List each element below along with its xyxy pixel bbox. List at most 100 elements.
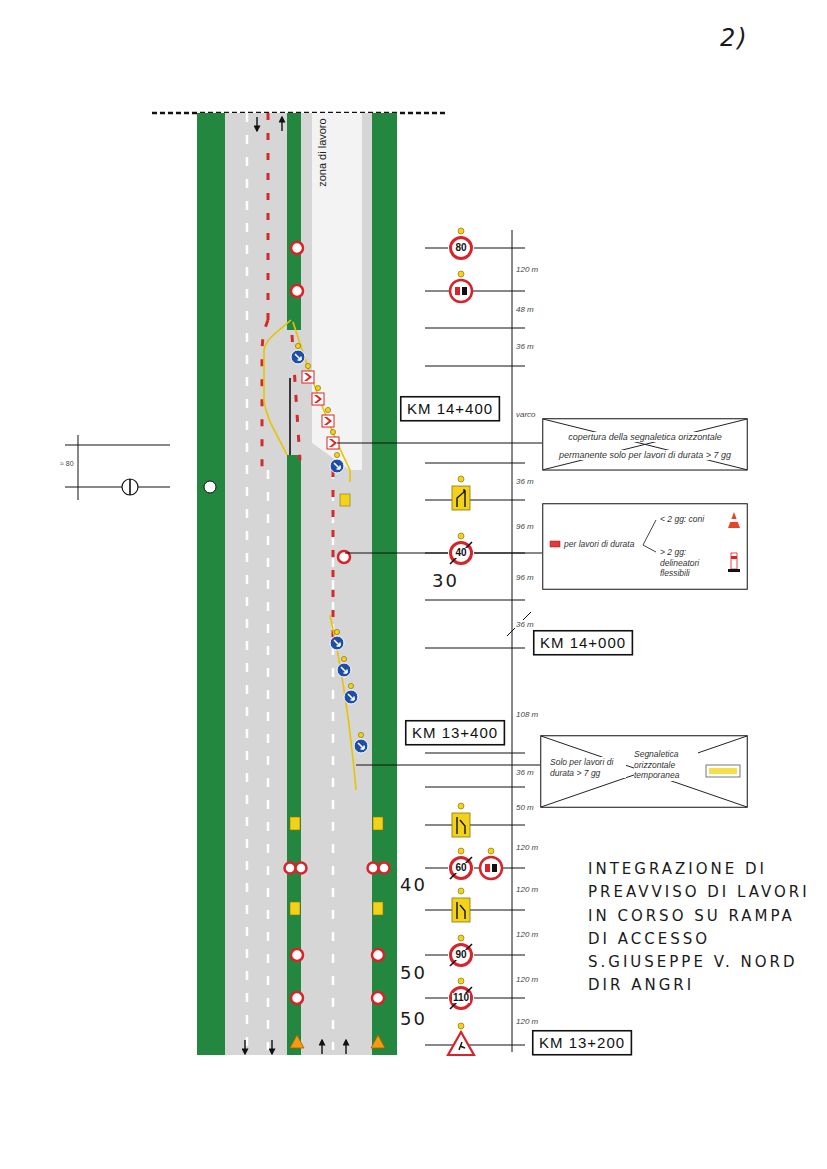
warning-light	[458, 533, 464, 539]
lane-line	[332, 470, 335, 1050]
handwritten-note: INTEGRAZIONE DI PREAVVISO DI LAVORI IN C…	[588, 858, 820, 998]
speed-limit-sign: 90	[449, 943, 473, 967]
chevron-panel	[322, 407, 334, 427]
scale-tick	[425, 500, 525, 501]
zone-label: zona di lavoro	[315, 118, 328, 187]
direction-arrow	[244, 1040, 245, 1054]
scale-tick	[425, 248, 448, 249]
node-text: 80	[454, 243, 467, 253]
direction-arrow	[321, 1040, 322, 1054]
node-text: 40	[454, 548, 467, 558]
speed-sign-symbol	[285, 863, 296, 874]
dimension: 36 m	[515, 620, 535, 630]
lane-arrows	[457, 489, 465, 507]
scale-tick	[425, 1045, 525, 1046]
lane-change-sign	[452, 486, 470, 510]
scale-tick	[425, 998, 448, 999]
works-triangle	[290, 1035, 304, 1048]
temporary-lane-line	[332, 470, 335, 640]
distance-scale	[65, 230, 542, 1052]
box-border	[543, 504, 748, 590]
direction-arrow	[256, 117, 257, 131]
speed-sign-symbol	[291, 949, 303, 961]
kilometre-box: KM 14+000	[533, 630, 633, 656]
scale-tick	[425, 753, 525, 754]
scale-tick	[474, 998, 525, 999]
car-symbol	[462, 287, 467, 295]
node-text: Solo per lavori di durata > 7 gg	[550, 757, 626, 778]
speed-sign-symbol	[296, 863, 307, 874]
yellow-taper	[293, 322, 350, 482]
car-symbol	[455, 287, 460, 295]
scale-axis	[512, 230, 513, 1052]
scale-tick	[474, 248, 525, 249]
speed-limit-sign: 80	[449, 236, 473, 260]
dimension: 120 m	[515, 843, 539, 853]
speed-correction: 50	[400, 1008, 427, 1030]
scale-tick	[425, 463, 525, 464]
leader-line	[474, 553, 542, 554]
warning-light	[458, 271, 464, 277]
node-text: > 2 gg: delineatori flessibili	[660, 547, 724, 579]
scale-tick	[425, 787, 525, 788]
sign-ring	[451, 858, 472, 879]
box-outline	[542, 418, 748, 471]
speed-correction: 40	[400, 874, 427, 896]
kilometre-box: KM 13+200	[532, 1030, 632, 1056]
dimension: 48 m	[515, 305, 535, 315]
marking-sample	[706, 765, 740, 777]
lane-arrows	[457, 817, 465, 834]
keep-right-sign	[330, 629, 344, 650]
kilometre-box: KM 14+400	[400, 396, 500, 422]
note-box: per lavori di durata< 2 gg: coni> 2 gg: …	[542, 503, 748, 590]
keep-right-sign	[344, 683, 358, 704]
node-text: KM 14+000	[540, 634, 626, 651]
road-works-sign	[448, 1032, 474, 1055]
yellow-marking	[709, 768, 737, 774]
warning-light	[458, 935, 464, 941]
scale-tick	[425, 600, 525, 601]
scale-tick	[138, 487, 170, 488]
speed-limit-sign: 110	[449, 986, 473, 1010]
speed-sign-symbol	[291, 992, 303, 1004]
warning-light	[458, 803, 464, 809]
direction-arrow	[345, 1040, 346, 1054]
marker-symbol	[122, 479, 138, 495]
warning-light	[458, 978, 464, 984]
node-text: KM 13+400	[412, 724, 498, 741]
lane	[301, 113, 372, 1055]
keep-right-sign	[291, 343, 305, 364]
speed-limit-sign: 40	[449, 541, 473, 565]
cone-stripe	[730, 519, 738, 522]
sign-ring	[451, 543, 472, 564]
keep-right-sign	[337, 656, 351, 677]
warning-light	[458, 476, 464, 482]
lane-panel	[373, 902, 383, 915]
scale-tick	[425, 328, 525, 329]
scale-tick	[425, 910, 525, 911]
lane-arrows	[457, 902, 465, 919]
dimension: ≈ 80	[60, 460, 74, 468]
verge	[197, 113, 225, 1055]
dimension: 50 m	[515, 803, 535, 813]
dimension: 108 m	[515, 710, 539, 720]
dimension: 36 m	[515, 342, 535, 352]
speed-correction: 50	[400, 962, 427, 984]
keep-right-sign	[354, 732, 368, 753]
delineator-base	[728, 569, 740, 572]
lane	[225, 113, 287, 1055]
delineator-band	[731, 556, 737, 559]
page-number: 2)	[720, 24, 749, 53]
lane-panel	[373, 817, 383, 830]
speed-limit-sign: 60	[449, 856, 473, 880]
box-border	[543, 419, 748, 470]
dimension: 36 m	[515, 768, 535, 778]
median	[287, 455, 301, 1055]
scale-signs	[448, 228, 502, 1055]
leader-line	[337, 443, 542, 444]
node-text: < 2 gg: coni	[660, 514, 724, 525]
chevron-panel	[312, 385, 324, 405]
lane-panel	[290, 817, 300, 830]
lane-closed-sign	[452, 813, 470, 837]
